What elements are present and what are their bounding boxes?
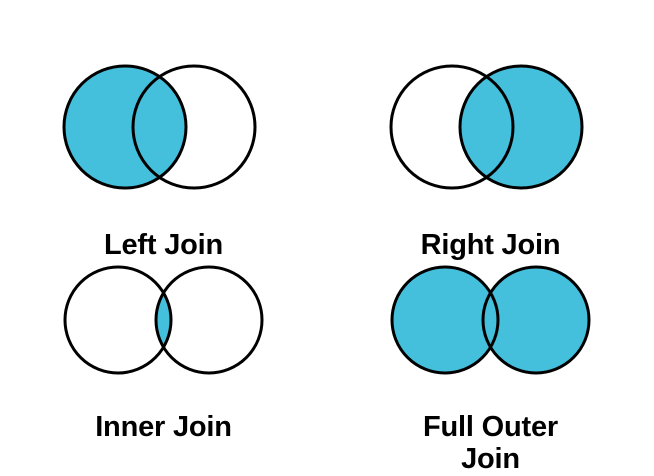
venn-circle-right-outline [131,64,256,190]
venn-circle-left-outline [390,265,499,375]
venn-intersection [459,66,513,188]
venn-circle-left [391,267,498,373]
venn-circle-right-outline [154,265,263,375]
venn-circle-left-outline [62,64,187,190]
diagram-label-full-outer-join: Full Outer Join [423,411,558,476]
venn-circle-left-outline [389,64,514,190]
venn-circle-right [155,267,262,373]
diagram-label-right-join: Right Join [420,229,561,261]
diagram-panel-inner-join: Inner Join [0,228,327,474]
diagram-panel-right-join: Right Join [327,0,654,261]
diagram-panel-left-join: Left Join [0,0,327,261]
diagram-label-left-join: Left Join [103,229,224,261]
venn-circle-left [64,267,171,373]
venn-diagram-right-join [341,37,641,217]
venn-circle-left-outline [63,265,172,375]
venn-circle-right-outline [481,265,590,375]
venn-diagram-inner-join [14,240,314,400]
diagram-label-inner-join: Inner Join [95,411,232,443]
venn-intersection [132,66,186,188]
venn-diagram-full-outer-join [341,240,641,400]
venn-diagram-left-join [14,37,314,217]
venn-circle-right-outline [458,64,583,190]
diagram-panel-full-outer-join: Full Outer Join [327,228,654,476]
venn-circle-right [482,267,589,373]
